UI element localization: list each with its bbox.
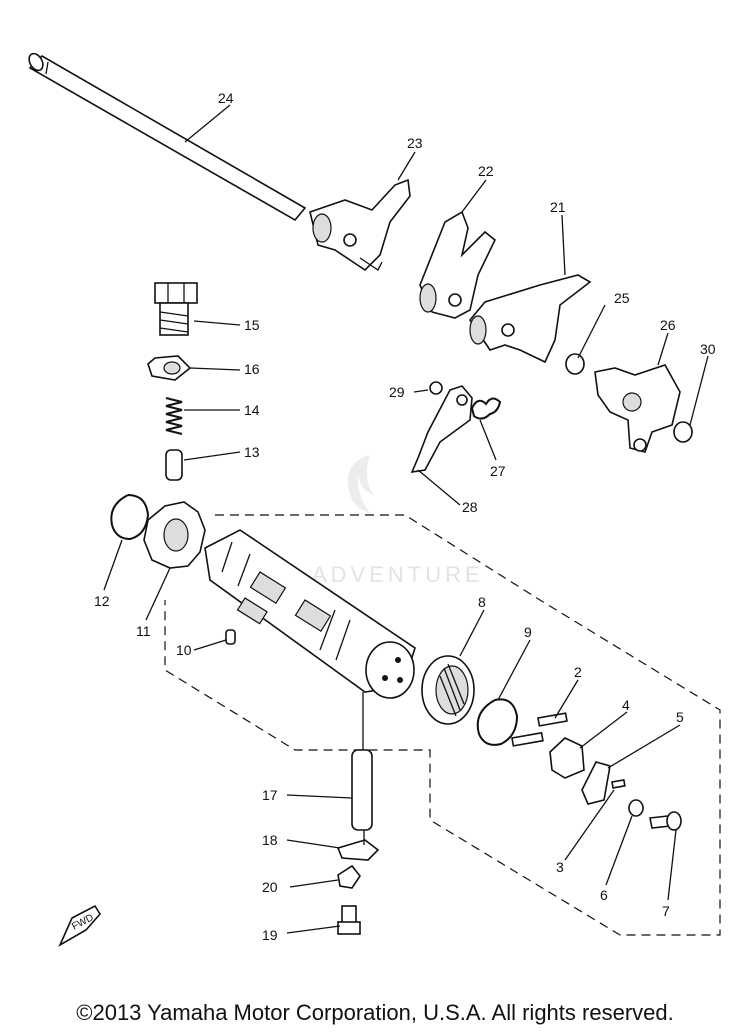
shift-fork-22 <box>419 210 496 319</box>
callout-27: 27 <box>490 463 506 479</box>
callout-26: 26 <box>660 317 676 333</box>
stopper-lever-28 <box>410 385 473 474</box>
callout-24: 24 <box>218 90 234 106</box>
callout-16: 16 <box>244 361 260 377</box>
callout-4: 4 <box>622 697 630 713</box>
leader-lines <box>103 104 709 934</box>
callout-19: 19 <box>262 927 278 943</box>
circlip-9 <box>476 698 519 746</box>
callout-30: 30 <box>700 341 716 357</box>
callout-22: 22 <box>478 163 494 179</box>
bearing-8 <box>421 655 475 725</box>
shift-fork-23 <box>309 178 411 272</box>
callout-9: 9 <box>524 624 532 640</box>
circlip-30 <box>673 421 693 443</box>
copyright-notice: ©2013 Yamaha Motor Corporation, U.S.A. A… <box>76 1000 674 1025</box>
callout-20: 20 <box>262 879 278 895</box>
cam-4 <box>549 737 585 779</box>
callout-10: 10 <box>176 642 192 658</box>
assembly-outline <box>164 514 721 936</box>
pin-17 <box>351 749 373 831</box>
parts-diagram: ADVENTURE <box>28 52 721 947</box>
washer-29 <box>429 381 443 395</box>
collar-25 <box>565 353 585 375</box>
callout-14: 14 <box>244 402 260 418</box>
nut-20 <box>337 864 361 889</box>
circlip-12 <box>110 494 150 541</box>
shift-fork-21 <box>469 274 592 364</box>
callout-25: 25 <box>614 290 630 306</box>
washer-6 <box>628 799 644 817</box>
watermark: ADVENTURE <box>312 455 484 587</box>
callout-7: 7 <box>662 903 670 919</box>
callout-3: 3 <box>556 859 564 875</box>
watermark-text: ADVENTURE <box>312 562 484 587</box>
shift-fork-shaft <box>28 52 307 222</box>
plate-5 <box>581 761 611 805</box>
callout-8: 8 <box>478 594 486 610</box>
callout-18: 18 <box>262 832 278 848</box>
callout-23: 23 <box>407 135 423 151</box>
callouts: 24 23 22 21 25 26 30 29 27 28 15 16 14 1… <box>94 90 716 943</box>
callout-15: 15 <box>244 317 260 333</box>
pin-3 <box>611 778 626 789</box>
shift-drum <box>204 529 416 699</box>
callout-5: 5 <box>676 709 684 725</box>
plate-16 <box>147 355 192 381</box>
callout-12: 12 <box>94 593 110 609</box>
bolt-15 <box>154 282 198 336</box>
pin-13 <box>165 449 183 481</box>
callout-6: 6 <box>600 887 608 903</box>
callout-17: 17 <box>262 787 278 803</box>
callout-29: 29 <box>389 384 405 400</box>
stopper-lever-26 <box>594 364 681 453</box>
callout-28: 28 <box>462 499 478 515</box>
callout-2: 2 <box>574 664 582 680</box>
dowel-pin-10 <box>225 629 236 645</box>
spring-27 <box>470 397 502 420</box>
fwd-arrow-icon: FWD <box>58 904 101 947</box>
screw-7 <box>649 811 682 831</box>
pin-2 <box>511 712 568 747</box>
callout-21: 21 <box>550 199 566 215</box>
callout-13: 13 <box>244 444 260 460</box>
bolt-19 <box>337 905 361 935</box>
spring-14 <box>165 397 183 435</box>
callout-11: 11 <box>136 623 151 639</box>
plate-18 <box>336 839 380 861</box>
